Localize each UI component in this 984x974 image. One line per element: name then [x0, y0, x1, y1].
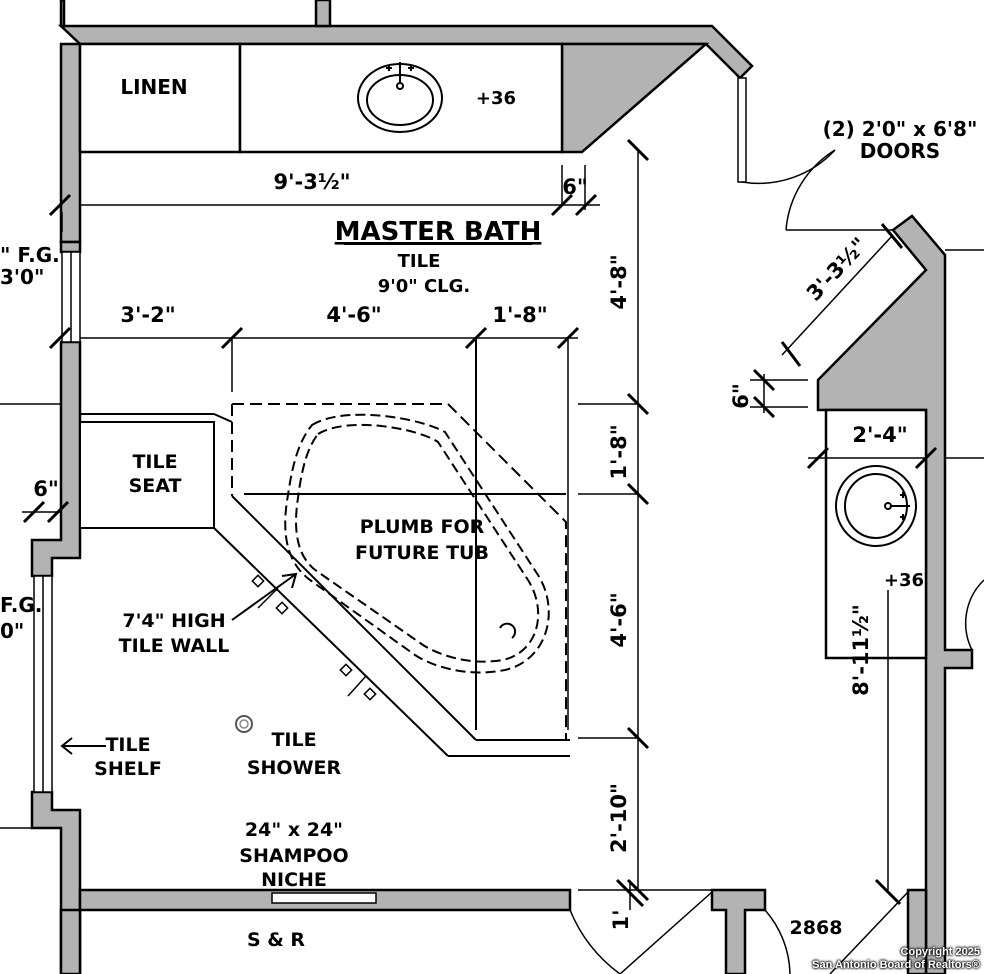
- dimension-lines: [0, 150, 984, 910]
- tile-wall-label-2: TILE WALL: [119, 635, 230, 657]
- vanity-right-counter: [824, 408, 928, 660]
- dim-overall-width: 9'-3½": [273, 170, 350, 194]
- wall-stub-left: [59, 0, 66, 28]
- shower-drain-icon: [235, 715, 253, 733]
- dimension-ticks: [22, 138, 938, 908]
- dim-v-1-8: 1'-8": [607, 424, 631, 479]
- dim-six-right: 6": [729, 383, 753, 409]
- wall-bottom-left: [59, 908, 82, 974]
- dim-left-seg: 3'-2": [120, 303, 175, 327]
- vanity-right-height: +36: [884, 570, 924, 591]
- wall-corner-triangle: [560, 42, 710, 154]
- room-ceiling: 9'0" CLG.: [378, 276, 471, 297]
- shower-label-1: TILE: [271, 729, 316, 751]
- room-title: MASTER BATH: [335, 217, 542, 247]
- dim-v-2-10: 2'-10": [607, 783, 631, 853]
- left-fg-2: 3'0": [0, 265, 44, 289]
- niche-label-1: 24" x 24": [245, 819, 343, 841]
- wall-left-upper-cap: [59, 240, 82, 254]
- tile-wall-label-1: 7'4" HIGH: [122, 610, 225, 632]
- room-floor: TILE: [398, 251, 441, 272]
- tile-seat-label-1: TILE: [132, 451, 177, 473]
- linen-closet: [78, 42, 242, 154]
- copyright-line-2: San Antonio Board of Realtors®: [812, 959, 980, 971]
- copyright-line-1: Copyright 2025: [900, 946, 980, 958]
- tub-label-1: PLUMB FOR: [360, 516, 485, 538]
- wall-right-bottom-stub: [906, 888, 928, 974]
- wall-left-upper: [59, 42, 82, 244]
- shelf-label-2: SHELF: [94, 758, 162, 780]
- windows: [33, 251, 81, 793]
- tile-seat-label-2: SEAT: [129, 475, 182, 497]
- shower-partition: [80, 413, 570, 757]
- dim-mid-seg: 4'-6": [326, 303, 381, 327]
- door-swings: [569, 77, 984, 974]
- doors-label-1: (2) 2'0" x 6'8": [823, 117, 978, 141]
- doors-label-2: DOORS: [860, 139, 940, 163]
- tile-seat: [79, 421, 215, 529]
- cabinetry: [78, 42, 928, 660]
- sr-label: S & R: [247, 929, 305, 951]
- vanity-top-height: +36: [476, 88, 516, 109]
- wall-stub-top: [314, 0, 332, 28]
- sink-right: [835, 465, 917, 547]
- leader-arrows: [60, 572, 298, 755]
- wall-bottom-right: [710, 888, 767, 974]
- shower-valves: [251, 574, 377, 701]
- left-fg-3: F.G.: [0, 593, 42, 617]
- left-fg-1: " F.G.: [0, 243, 60, 267]
- dim-v-4-6: 4'-6": [607, 592, 631, 647]
- linen-label: LINEN: [120, 75, 187, 99]
- dim-vanity-w: 2'-4": [852, 423, 907, 447]
- sink-top: [357, 62, 443, 133]
- tub-label-2: FUTURE TUB: [355, 542, 489, 564]
- shelf-label-1: TILE: [105, 734, 150, 756]
- future-tub: [231, 338, 567, 740]
- sqft-label: 2868: [790, 917, 843, 939]
- dim-six-left: 6": [33, 477, 59, 501]
- copyright-watermark: Copyright 2025 San Antonio Board of Real…: [812, 946, 980, 972]
- niche-label-2: SHAMPOO: [239, 845, 348, 867]
- shampoo-niche: [271, 892, 377, 904]
- wall-right-diag: [816, 214, 974, 974]
- dim-right-seg: 1'-8": [492, 303, 547, 327]
- shower-label-2: SHOWER: [247, 757, 342, 779]
- wall-left-middle: [30, 340, 82, 578]
- dim-six-top: 6": [562, 175, 588, 199]
- left-fg-4: 0": [0, 619, 24, 643]
- dim-right-len: 8'-11½": [849, 604, 873, 696]
- niche-label-3: NICHE: [261, 869, 327, 891]
- dim-v-bottom: 1': [609, 909, 633, 930]
- dim-v-4-8: 4'-8": [607, 254, 631, 309]
